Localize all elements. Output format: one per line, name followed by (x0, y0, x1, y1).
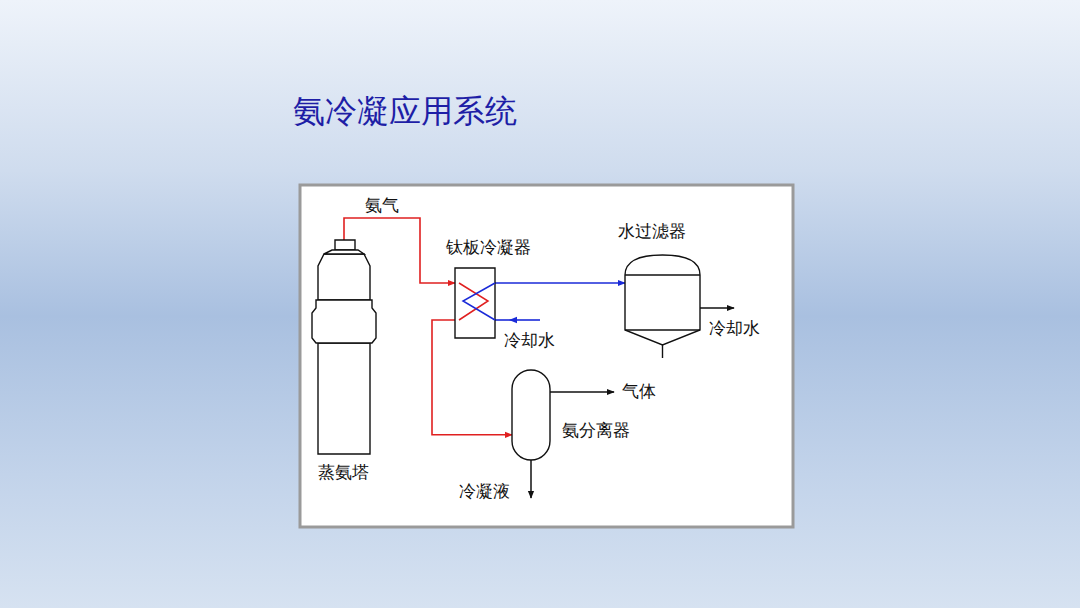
ammonia-separator: 氨分离器 (512, 370, 550, 460)
tower-middle-section (312, 300, 376, 343)
cooling-water-label: 冷却水 (709, 318, 760, 338)
condensate-outlet-line (530, 460, 532, 498)
condenser-body (455, 268, 495, 338)
slide-title: 氨冷凝应用系统 (293, 90, 517, 134)
edge-label: 氨气 (363, 195, 401, 215)
node-label: 钛板冷凝器 (446, 237, 531, 257)
tower-top-cap (335, 240, 355, 250)
water-inlet-line (513, 319, 540, 321)
filter-vessel (625, 255, 700, 345)
water-outlet-line (700, 307, 734, 309)
tower-lower-section (318, 343, 370, 454)
gas-outlet-line (550, 391, 614, 393)
cooling-water-label: 冷却水 (504, 330, 555, 350)
tower-upper-section (318, 254, 370, 300)
node-outline (310, 238, 378, 456)
filter-seam (625, 329, 700, 330)
node-outline (512, 370, 550, 460)
diagram-panel (300, 185, 793, 527)
cooling-water-pipe (495, 282, 625, 284)
node-label: 水过滤器 (618, 221, 686, 241)
water-flow-path (463, 283, 495, 320)
node-label: 蒸氨塔 (318, 462, 369, 482)
node-outline (625, 255, 700, 358)
water-filter: 水过滤器 (625, 255, 700, 358)
distillation-tower: 蒸氨塔 (310, 238, 378, 456)
water-inlet-line (495, 319, 513, 321)
separator-vessel (512, 370, 550, 460)
node-label: 氨分离器 (562, 420, 630, 440)
condensate-label: 冷凝液 (459, 481, 510, 501)
filter-seam (625, 274, 700, 275)
tower-neck (324, 250, 364, 254)
gas-label: 气体 (622, 381, 656, 401)
node-outline (455, 268, 495, 338)
plate-condenser: 钛板冷凝器 (455, 268, 495, 338)
